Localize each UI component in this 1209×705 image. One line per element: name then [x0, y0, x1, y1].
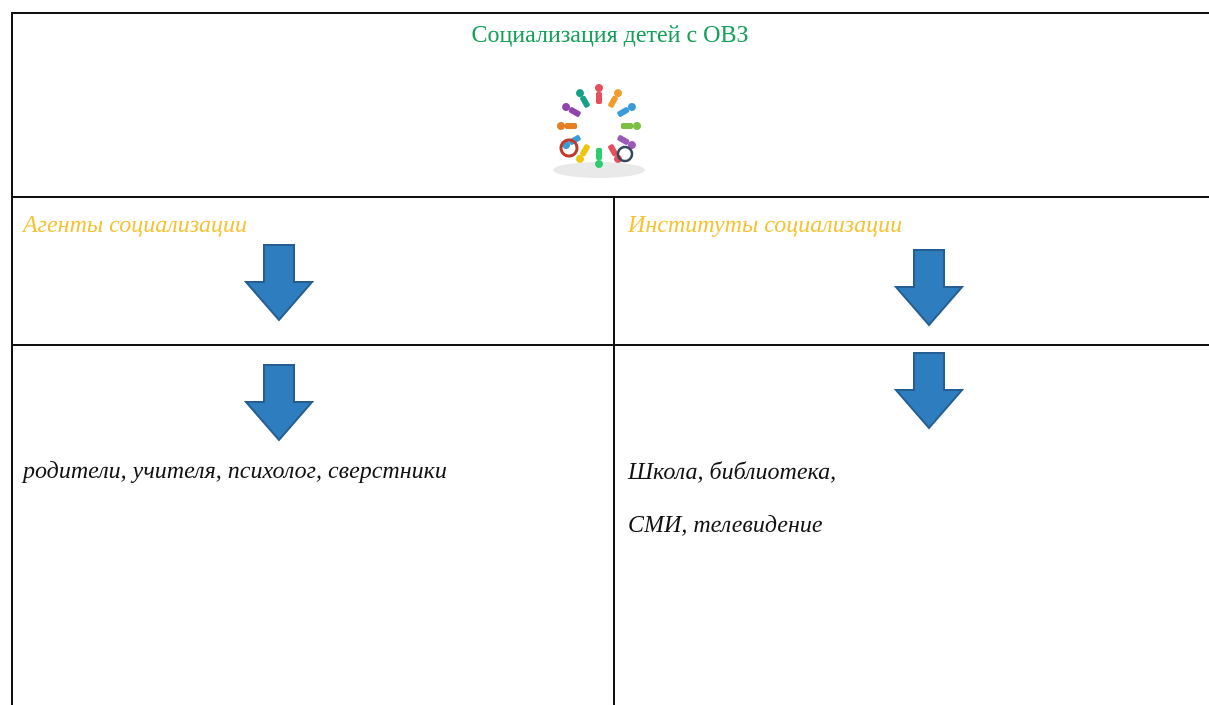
down-arrow-icon	[894, 249, 964, 327]
document-title: Социализация детей с ОВЗ	[471, 22, 749, 48]
down-arrow-icon	[894, 352, 964, 430]
table-row-divider	[11, 196, 1209, 198]
agents-list: родители, учителя, психолог, сверстники	[23, 458, 447, 484]
table-border-left	[11, 12, 13, 705]
institutes-list-line: СМИ, телевидение	[628, 512, 823, 538]
institutes-list-line: Школа, библиотека,	[628, 459, 837, 485]
down-arrow-icon	[244, 244, 314, 322]
down-arrow-icon	[244, 364, 314, 442]
table-column-divider	[613, 196, 615, 705]
institutes-heading: Институты социализации	[628, 212, 903, 238]
agents-heading: Агенты социализации	[23, 212, 248, 238]
document-table: Социализация детей с ОВЗ	[11, 12, 1209, 705]
table-border-top	[11, 12, 1209, 14]
children-circle-icon	[553, 84, 645, 178]
table-row-divider	[11, 344, 1209, 346]
